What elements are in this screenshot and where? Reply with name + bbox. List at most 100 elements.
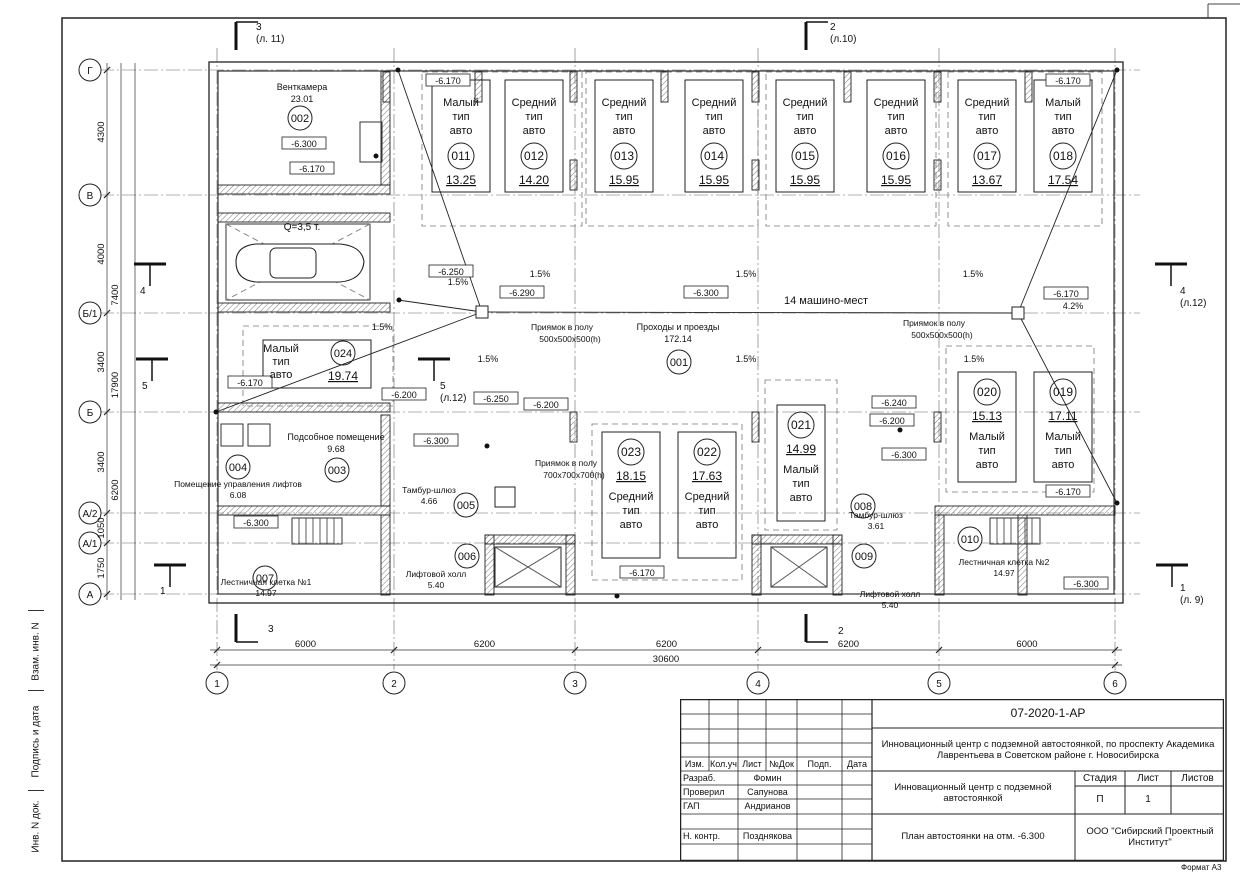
parking-type-label: авто xyxy=(450,125,473,137)
parking-type-label: Средний xyxy=(685,491,730,503)
grid-axis-label: А/1 xyxy=(82,539,97,550)
room-number: 010 xyxy=(961,534,979,546)
stall-zone xyxy=(591,423,743,581)
room-area: 3.61 xyxy=(868,521,885,531)
column xyxy=(569,71,578,103)
level-mark-box xyxy=(619,565,665,579)
room-number: 002 xyxy=(291,113,309,125)
parking-type-label: авто xyxy=(270,369,293,381)
grid-bubble xyxy=(1103,671,1127,695)
parking-area: 14.20 xyxy=(519,173,549,187)
parking-type-label: тип xyxy=(887,111,904,123)
parking-type-label: авто xyxy=(1052,125,1075,137)
parking-number-circle xyxy=(700,142,728,170)
level-mark-box xyxy=(281,136,327,150)
sheet-value: 1 xyxy=(1145,794,1151,805)
role-label: ГАП xyxy=(683,801,700,812)
section-number: 2 xyxy=(838,626,844,637)
room-area: 14.97 xyxy=(255,588,277,598)
dimension-value: 6000 xyxy=(1016,639,1037,650)
room-name: Тамбур-шлюз xyxy=(849,510,903,520)
crane-label: Q=3,5 т. xyxy=(284,222,321,233)
parking-number-circle xyxy=(791,142,819,170)
column xyxy=(751,71,760,103)
dimension-value: 6000 xyxy=(295,639,316,650)
elevator-shaft xyxy=(770,546,828,588)
slope-label: 1.5% xyxy=(530,269,551,279)
level-mark-value: -6.200 xyxy=(879,416,905,426)
level-mark-value: -6.200 xyxy=(533,400,559,410)
car-roof xyxy=(269,247,317,279)
column xyxy=(1024,71,1033,103)
level-mark-value: -6.170 xyxy=(1053,289,1079,299)
level-point xyxy=(484,443,490,449)
role-label: Разраб. xyxy=(683,772,716,783)
sheet-title: План автостоянки на отм. -6.300 xyxy=(901,831,1045,843)
dimension-value: 4300 xyxy=(96,121,107,142)
parking-area: 17.11 xyxy=(1048,409,1077,423)
parking-type-label: авто xyxy=(696,519,719,531)
wall-segment xyxy=(217,402,391,413)
dimension-tick xyxy=(103,590,111,598)
column xyxy=(751,411,760,443)
grid-axis-label: В xyxy=(87,191,94,202)
parking-area: 18.15 xyxy=(616,469,646,483)
column xyxy=(474,71,483,103)
equipment-box xyxy=(247,423,271,447)
level-mark-box xyxy=(499,285,545,299)
stall-zone xyxy=(585,71,759,227)
parking-type-label: Средний xyxy=(602,97,647,109)
title-block: Изм. Кол.уч Лист №Док Подп. Дата Разраб.… xyxy=(680,699,1224,861)
level-mark-box xyxy=(227,375,273,389)
floor-pit xyxy=(475,305,489,319)
column xyxy=(933,159,942,191)
column xyxy=(933,411,942,443)
equipment-box xyxy=(220,423,244,447)
elevator-shaft xyxy=(494,546,562,588)
title-block-grid xyxy=(680,699,1224,861)
parking-type-label: тип xyxy=(1054,445,1071,457)
room-area: 5.40 xyxy=(428,580,445,590)
sheet-header: Лист xyxy=(1137,772,1159,784)
section-number: 2 xyxy=(830,22,836,33)
parking-stall xyxy=(1033,371,1093,483)
dimension-value: 3400 xyxy=(96,451,107,472)
parking-number: 023 xyxy=(621,445,641,459)
marks-layer xyxy=(134,21,1188,643)
parking-stall xyxy=(594,79,654,193)
pit-caption: Приямок в полу xyxy=(531,322,594,332)
column xyxy=(569,159,578,191)
grid-bubble xyxy=(927,671,951,695)
level-mark-box xyxy=(871,395,917,409)
parking-type-label: тип xyxy=(622,505,639,517)
elevator-cross xyxy=(494,546,562,588)
wall-segment xyxy=(217,505,391,516)
level-point xyxy=(614,593,620,599)
level-mark-value: -6.250 xyxy=(483,394,509,404)
room-number-circle xyxy=(666,349,692,375)
level-mark-value: -6.290 xyxy=(509,288,535,298)
sheets-value xyxy=(1171,786,1224,814)
stair-flight xyxy=(989,517,1041,545)
wall-segment xyxy=(934,514,945,596)
parking-number-circle xyxy=(882,142,910,170)
room-number-circle xyxy=(324,457,350,483)
side-label-inventory: Инв. N док. xyxy=(30,799,42,853)
level-mark-value: -6.300 xyxy=(693,288,719,298)
room-name: Подсобное помещение xyxy=(287,432,384,442)
wall-segment xyxy=(380,70,391,186)
grid-axis-label: А xyxy=(87,590,94,601)
parking-area: 17.54 xyxy=(1048,173,1078,187)
grid-axis-label: Б xyxy=(87,408,94,419)
parking-type-label: авто xyxy=(976,459,999,471)
parking-number: 024 xyxy=(334,348,352,360)
dimension-tick xyxy=(103,66,111,74)
object-name: Инновационный центр с подземной автостоя… xyxy=(894,781,1052,804)
level-point xyxy=(373,153,379,159)
grid-bubble xyxy=(78,58,102,82)
dimension-tick xyxy=(213,646,221,654)
parking-number-circle xyxy=(1049,142,1077,170)
level-mark-value: -6.170 xyxy=(435,76,461,86)
parking-area: 15.95 xyxy=(609,173,639,187)
